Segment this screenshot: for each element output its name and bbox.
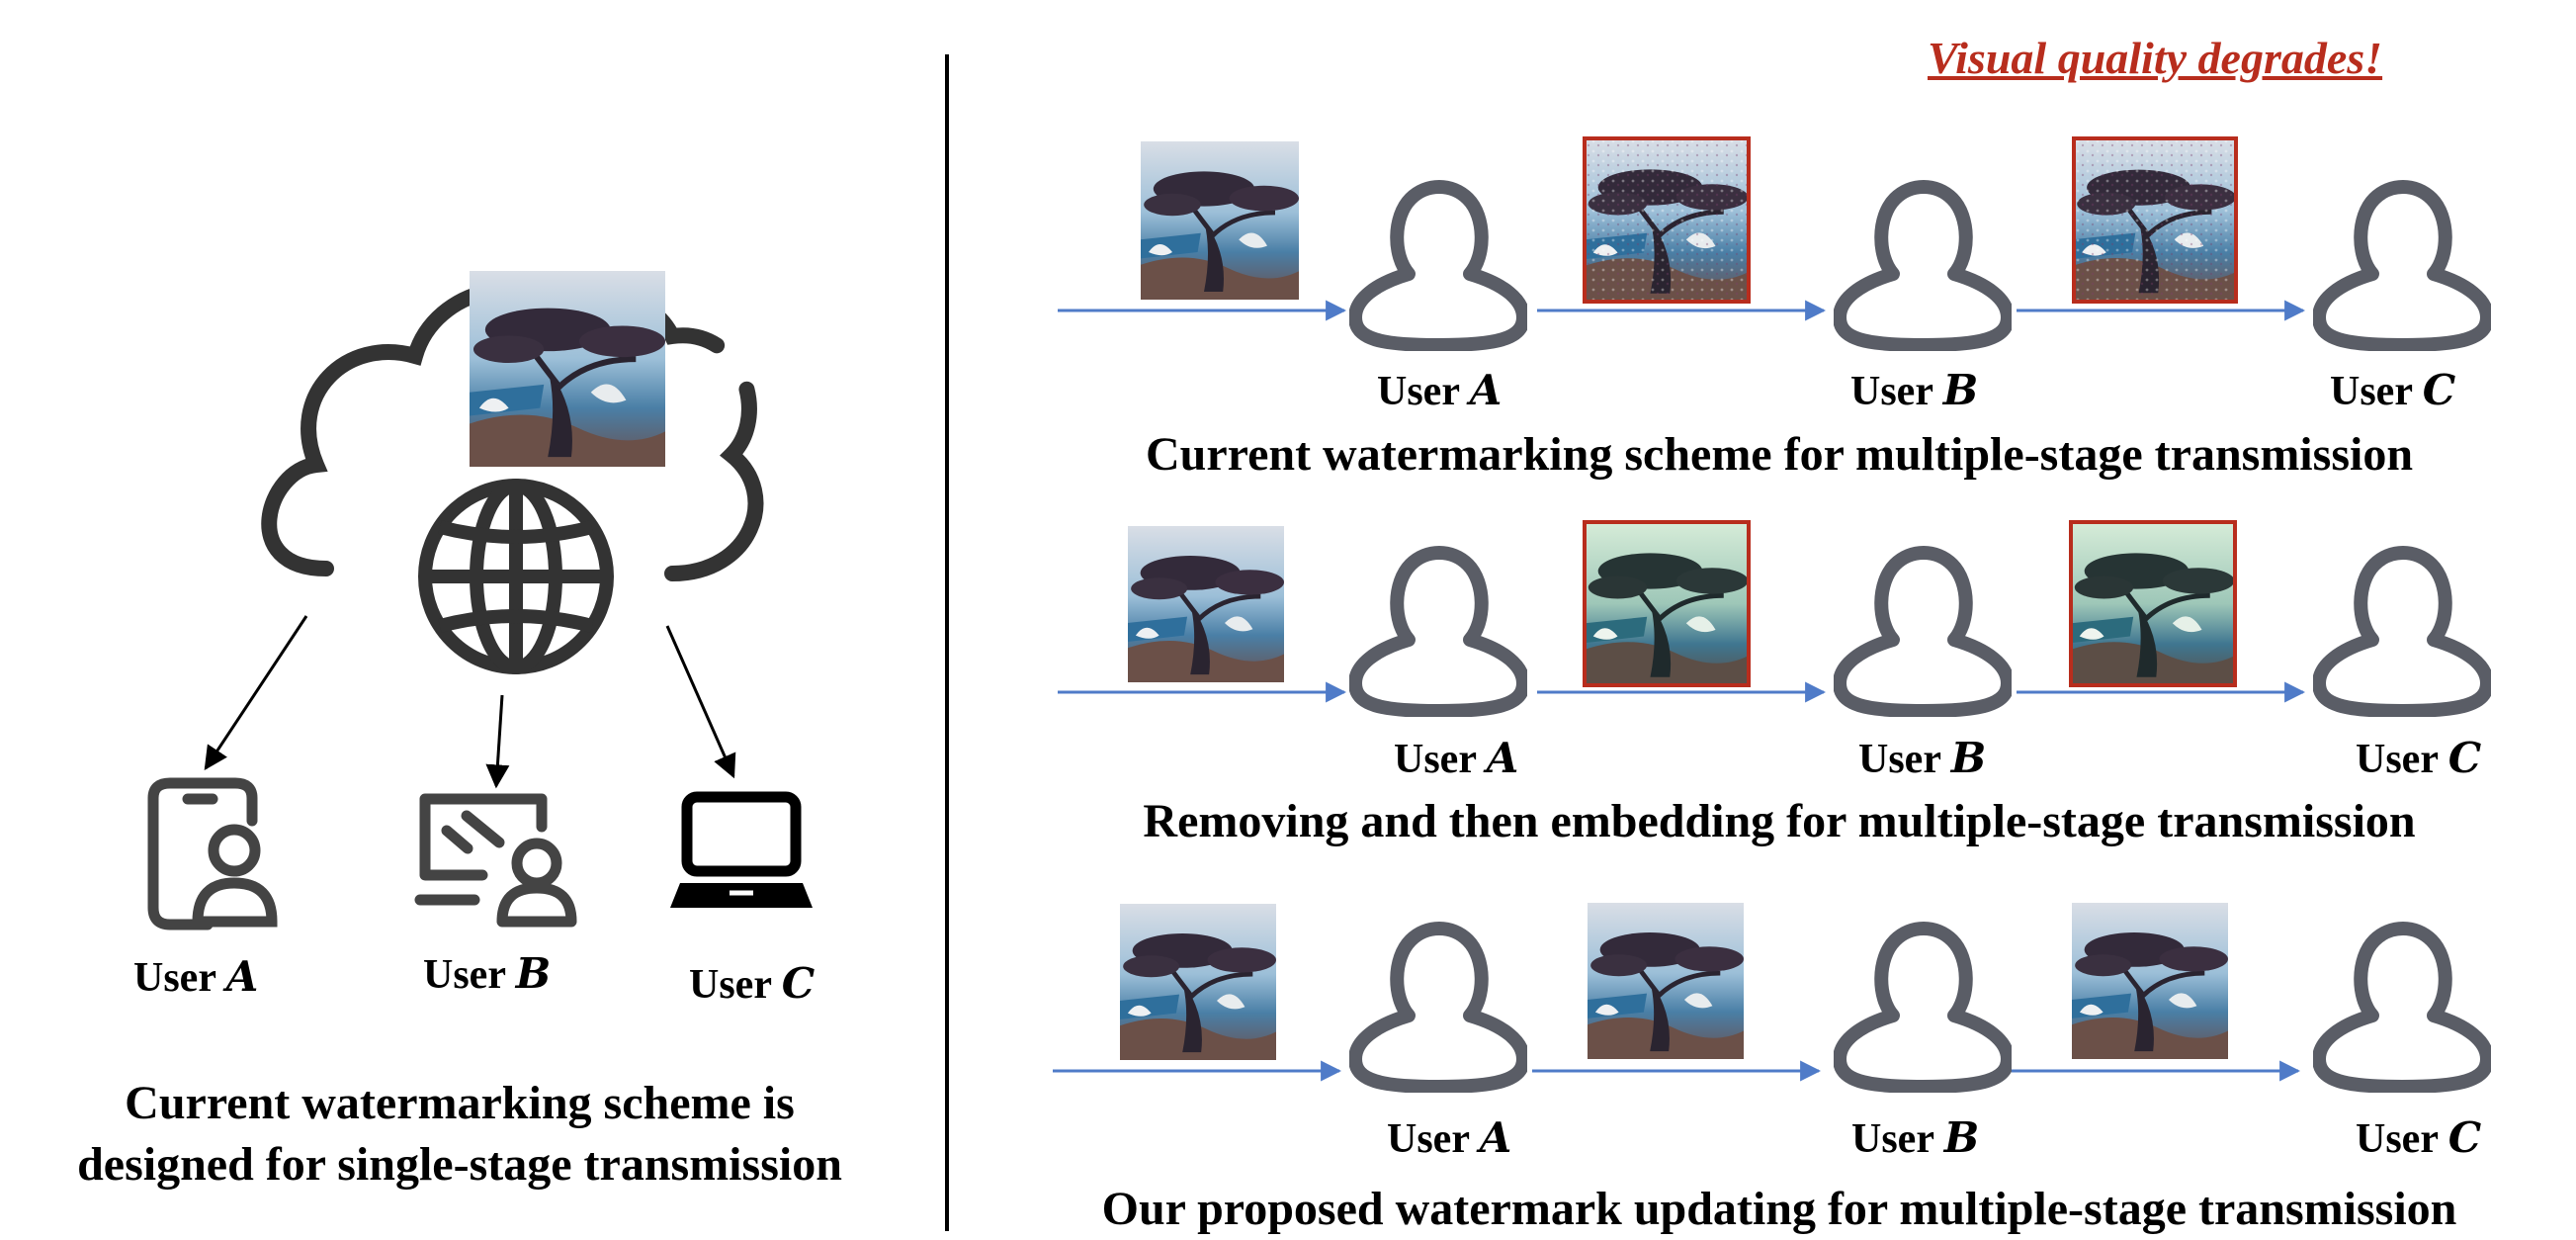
device-label-b: User B	[423, 949, 552, 998]
globe-icon	[418, 479, 614, 674]
phone-user-icon	[147, 777, 278, 930]
row-1-degraded-image-b	[1583, 136, 1751, 304]
row-1-user-a: User A	[1377, 366, 1503, 414]
row-2-caption: Removing and then embedding for multiple…	[1143, 795, 2416, 847]
row-1-degraded-image-c	[2072, 136, 2238, 304]
row-1-user-c: User C	[2330, 366, 2456, 414]
left-caption-line-1: Current watermarking scheme is	[125, 1077, 795, 1129]
quality-warning: Visual quality degrades!	[1928, 33, 2383, 83]
row-2-graphics	[1058, 520, 2487, 711]
row-2-user-c: User C	[2356, 734, 2482, 782]
device-label-c: User C	[689, 959, 816, 1008]
row-3-user-c: User C	[2356, 1113, 2482, 1162]
row-3-caption: Our proposed watermark updating for mult…	[1101, 1183, 2457, 1235]
row-3-graphics	[1053, 903, 2487, 1087]
row-2-user-b: User B	[1858, 734, 1987, 782]
distribution-arrows	[204, 615, 736, 789]
cloud-image	[470, 271, 665, 467]
row-3-user-b: User B	[1851, 1113, 1980, 1162]
row-1-user-b: User B	[1850, 366, 1979, 414]
monitor-user-icon	[414, 793, 577, 928]
row-3-user-a: User A	[1387, 1113, 1512, 1162]
row-2-user-a: User A	[1394, 734, 1519, 782]
device-label-a: User A	[133, 952, 259, 1001]
row-2-reembedded-image-c	[2069, 520, 2237, 687]
left-caption-line-2: designed for single-stage transmission	[77, 1138, 842, 1191]
laptop-icon	[670, 791, 813, 908]
row-1-graphics	[1058, 136, 2487, 345]
row-2-reembedded-image-b	[1583, 520, 1751, 687]
row-1-caption: Current watermarking scheme for multiple…	[1145, 428, 2414, 481]
